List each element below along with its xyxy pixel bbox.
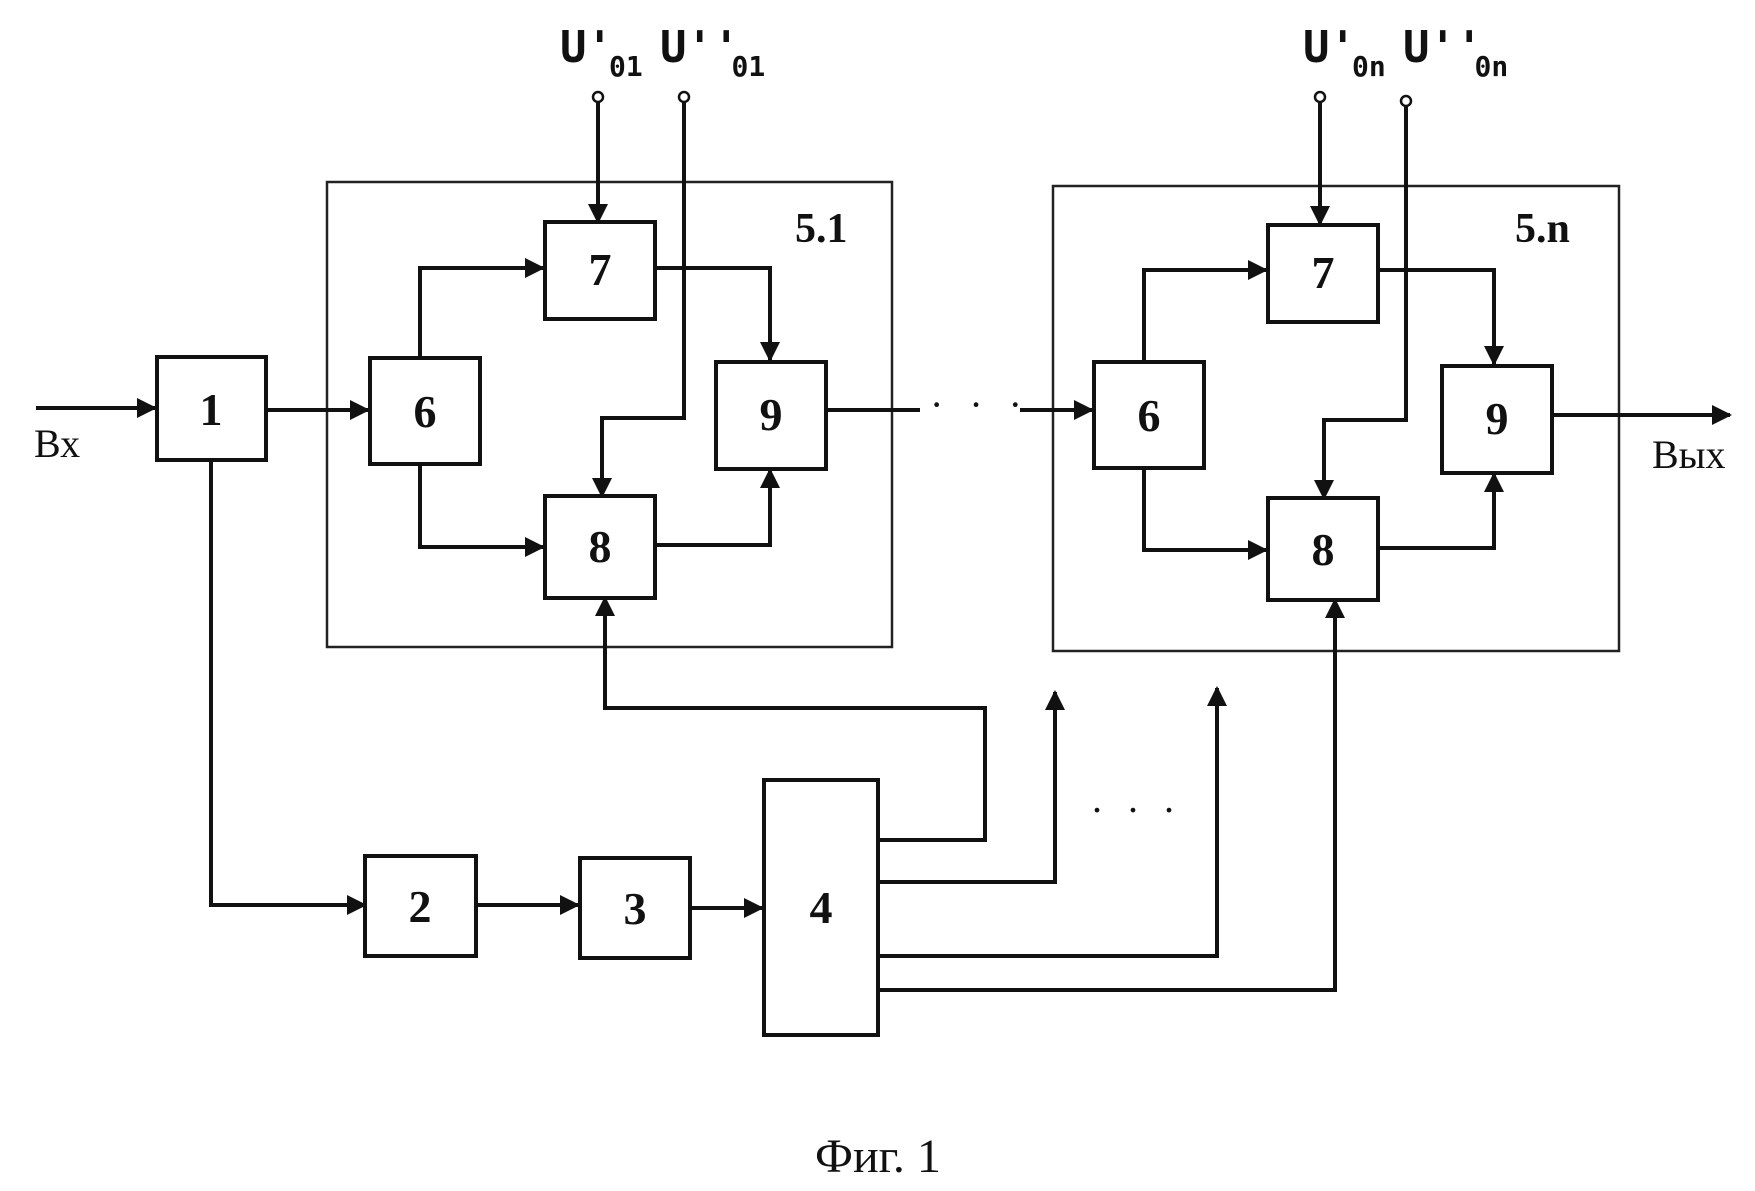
stage-n-block-8: 8 (1266, 496, 1380, 602)
block-1-label: 1 (200, 384, 223, 435)
stage-1-block-6: 6 (368, 356, 482, 466)
u01-double-prime-main: U'' (660, 22, 739, 73)
u0n-prime-main: U' (1303, 22, 1356, 73)
wire-4-to-stage-n-1 (878, 686, 1227, 958)
stage-1-block-7-label: 7 (589, 244, 612, 295)
u0n-double-prime-main: U'' (1403, 22, 1482, 73)
stage-n-block-9: 9 (1440, 364, 1554, 475)
stage-1-block-8-label: 8 (589, 521, 612, 572)
terminal-u01-double-prime (677, 90, 691, 104)
u01-prime-label: U'01 (560, 22, 643, 83)
wire-6-to-8 (418, 464, 545, 557)
block-3: 3 (578, 856, 692, 960)
wire-n-7-to-9 (1378, 268, 1504, 366)
block-1: 1 (155, 355, 268, 462)
bus-ellipsis: . . . (1092, 776, 1182, 821)
wire-1-to-2 (209, 460, 367, 915)
stage-1-block-8: 8 (543, 494, 657, 600)
u0n-prime-label: U'0n (1303, 22, 1386, 83)
terminal-u01-prime (591, 90, 605, 104)
wire-8-to-9 (655, 468, 780, 547)
stage-n-block-6-label: 6 (1138, 390, 1161, 441)
stage-n-block-7: 7 (1266, 223, 1380, 324)
wire-4-to-stage-1-8 (595, 596, 987, 842)
wire-4-to-stage-2 (878, 690, 1065, 884)
block-2: 2 (363, 854, 478, 958)
stage-n-block-8-label: 8 (1312, 524, 1335, 575)
stage-1-block-6-label: 6 (414, 386, 437, 437)
block-4-label: 4 (810, 882, 833, 933)
stage-n-block-6: 6 (1092, 360, 1206, 470)
figure-caption: Фиг. 1 (815, 1130, 941, 1183)
block-3-label: 3 (624, 883, 647, 934)
input-label: Вх (34, 421, 80, 466)
wire-n-6-to-7 (1142, 260, 1268, 362)
wire-u0n-b-to-8 (1314, 102, 1408, 500)
u01-prime-sub: 01 (609, 50, 643, 83)
stage-n-label: 5.n (1515, 206, 1570, 252)
wire-7-to-9 (655, 266, 780, 362)
stage-1-frame (325, 180, 894, 649)
output-label: Вых (1652, 432, 1726, 477)
u0n-double-prime-label: U''0n (1403, 22, 1508, 83)
connections (36, 98, 1732, 992)
stage-1-block-9: 9 (714, 360, 828, 471)
wire-n-8-to-9 (1378, 472, 1504, 550)
chain-ellipsis: · · · (930, 382, 1030, 427)
u01-double-prime-label: U''01 (660, 22, 765, 83)
block-2-label: 2 (409, 881, 432, 932)
stage-1-block-9-label: 9 (760, 389, 783, 440)
stage-1-label: 5.1 (795, 206, 848, 252)
wire-6-to-7 (418, 258, 545, 358)
terminal-u0n-double-prime (1399, 94, 1413, 108)
u01-double-prime-sub: 01 (731, 50, 765, 83)
wire-n-6-to-8 (1142, 468, 1268, 560)
stage-n-block-9-label: 9 (1486, 393, 1509, 444)
wire-4-to-stage-n-8 (878, 598, 1345, 992)
wire-u01b-to-8 (592, 98, 686, 498)
block-4: 4 (762, 778, 880, 1037)
u0n-prime-sub: 0n (1352, 50, 1386, 83)
u0n-double-prime-sub: 0n (1474, 50, 1508, 83)
stage-1-block-7: 7 (543, 220, 657, 321)
terminal-u0n-prime (1313, 90, 1327, 104)
stage-n-block-7-label: 7 (1312, 247, 1335, 298)
u01-prime-main: U' (560, 22, 613, 73)
